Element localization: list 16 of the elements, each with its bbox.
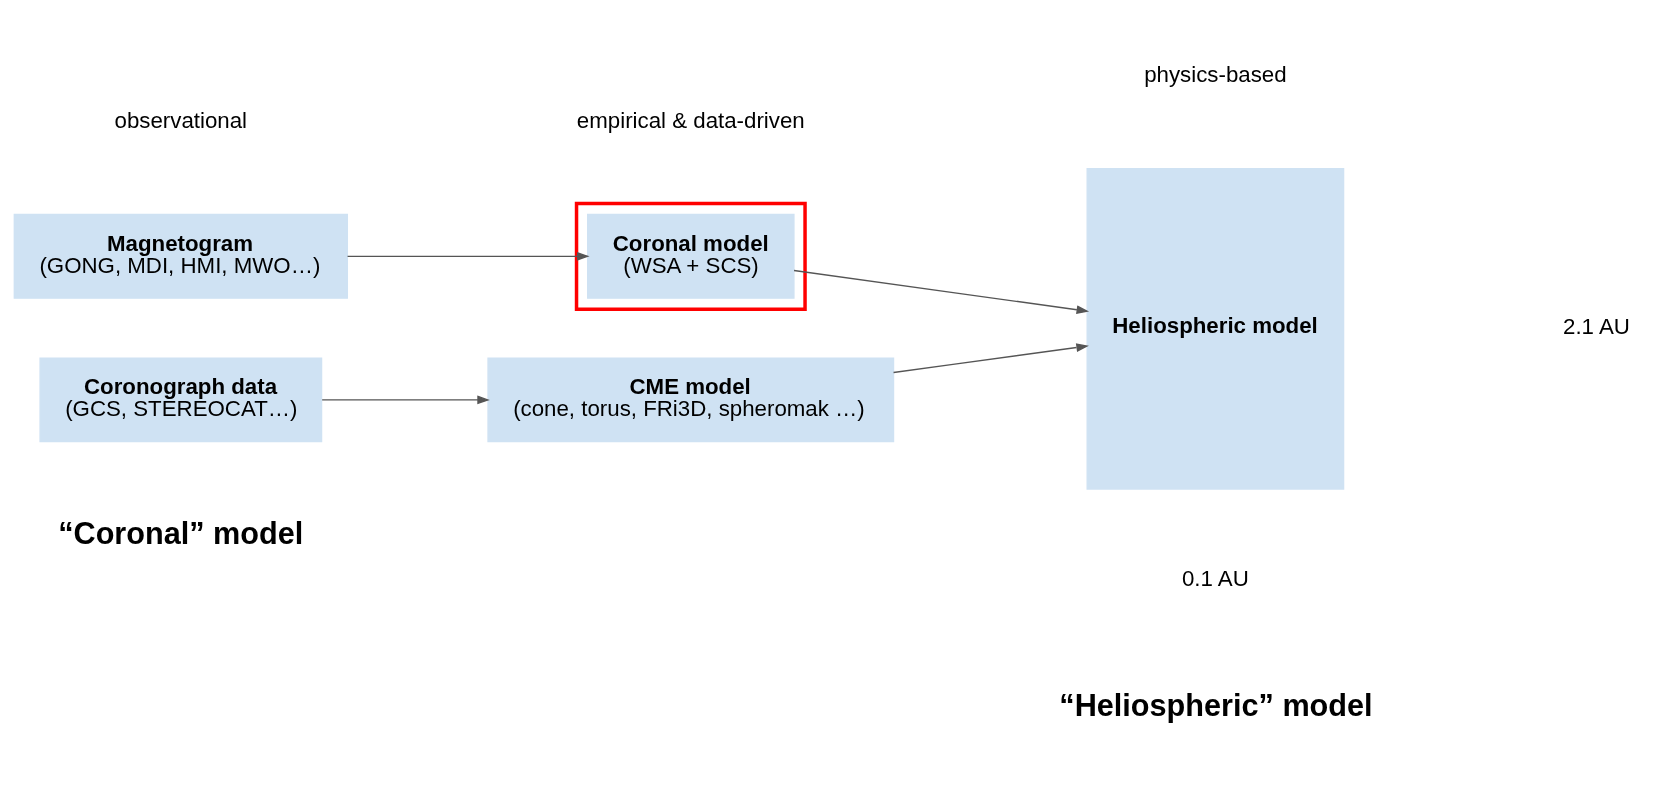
node-box: Coronal model (WSA + SCS): [587, 213, 795, 299]
node-box: Magnetogram (GONG, MDI, HMI, MWO…): [13, 213, 349, 299]
label: empirical & data-driven: [576, 107, 805, 133]
arrow: [892, 342, 1089, 373]
node-box: CME model (cone, torus, FRi3D, spheromak …): [487, 356, 895, 442]
node-box: Heliospheric model: [1086, 167, 1345, 490]
node-box: Coronograph data (GCS, STEREOCAT…): [39, 356, 323, 442]
label: physics-based: [1144, 61, 1287, 87]
label: 2.1 AU: [1563, 313, 1630, 339]
label: 0.1 AU: [1181, 565, 1249, 591]
arrow: [793, 269, 1090, 314]
arrow: [346, 251, 590, 261]
label: “Coronal” model: [58, 515, 304, 550]
arrow: [321, 395, 490, 404]
label: observational: [114, 107, 248, 133]
label: “Heliospheric” model: [1059, 687, 1373, 722]
